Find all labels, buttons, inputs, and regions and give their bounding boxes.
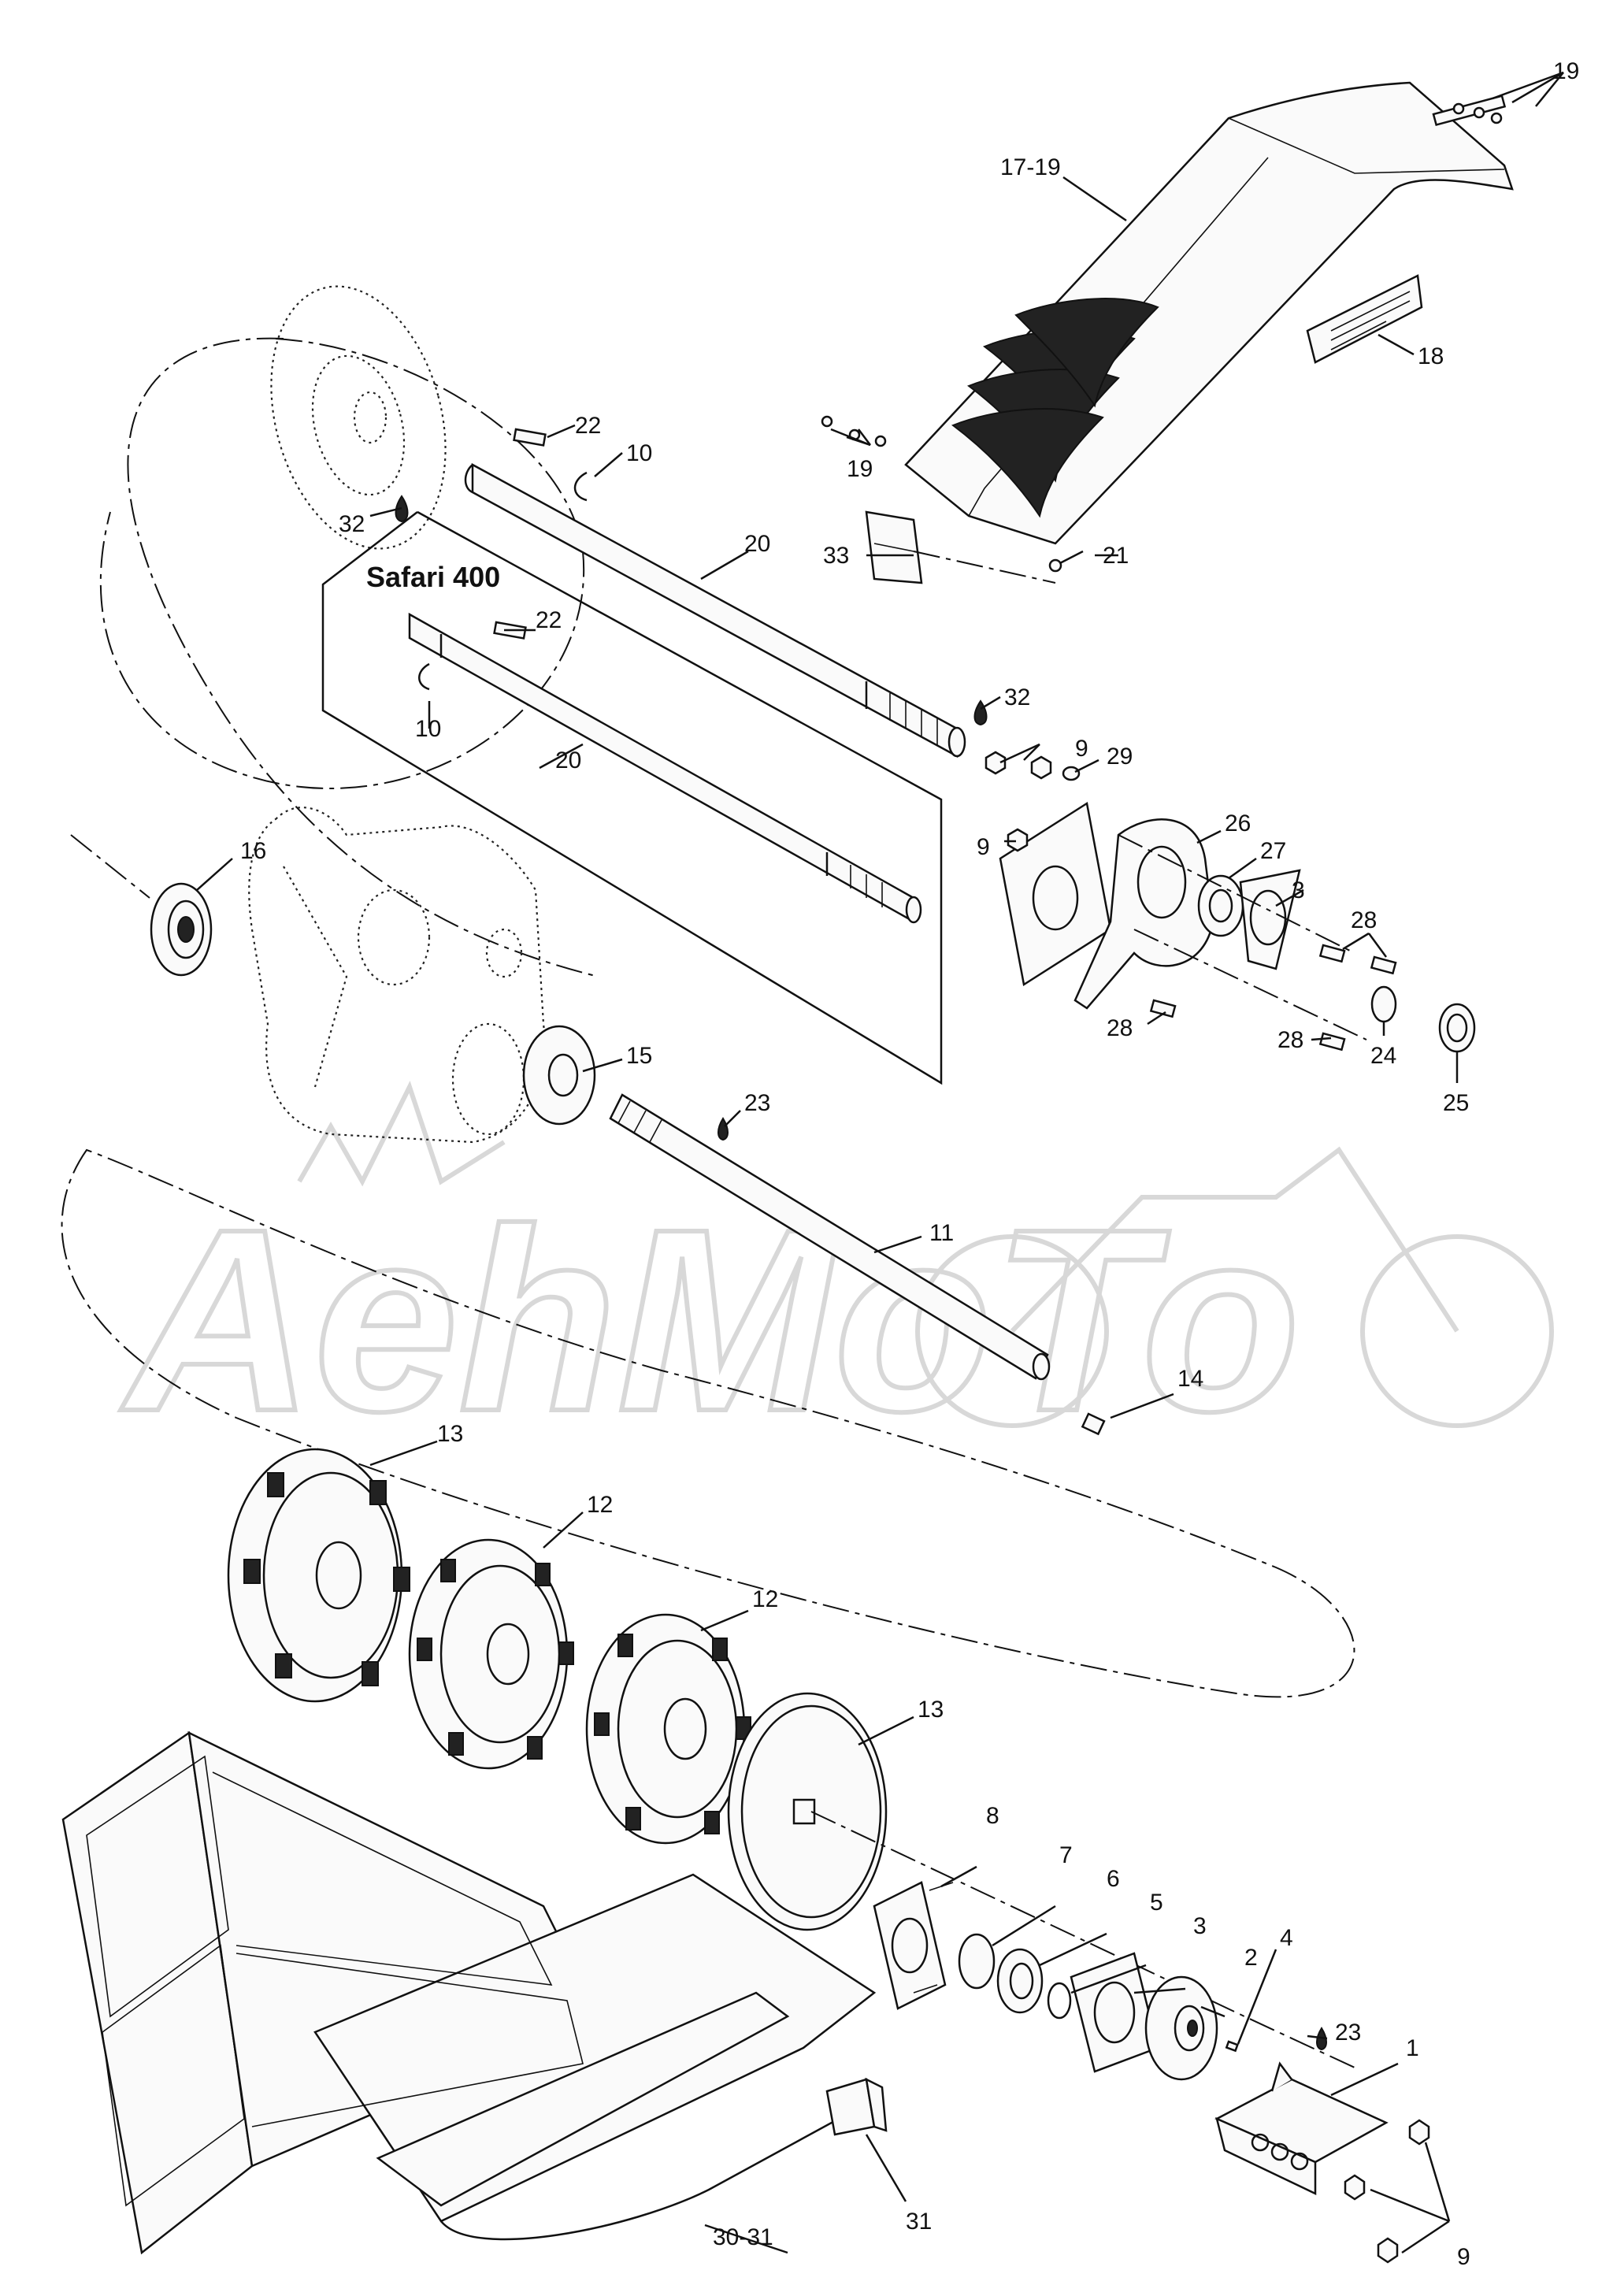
callout-10b: 10 bbox=[415, 716, 441, 742]
callout-9c: 9 bbox=[1457, 2244, 1470, 2270]
right-bearing-housing bbox=[999, 801, 1476, 1053]
callout-15: 15 bbox=[626, 1043, 652, 1069]
chaincase-outline bbox=[248, 807, 546, 1144]
callout-9b: 9 bbox=[977, 834, 990, 860]
bracket-33 bbox=[865, 510, 923, 584]
callout-24: 24 bbox=[1370, 1043, 1396, 1069]
leader-lines bbox=[196, 71, 1564, 2254]
bearing-16 bbox=[70, 834, 213, 977]
callout-23a: 23 bbox=[744, 1090, 770, 1116]
drive-axle-20-inset bbox=[408, 612, 922, 924]
track-outline bbox=[61, 337, 1355, 1698]
washer-15 bbox=[522, 1025, 596, 1126]
callout-9a: 9 bbox=[1075, 736, 1088, 762]
callout-17-19: 17-19 bbox=[1000, 154, 1061, 180]
track-outline-upper bbox=[99, 338, 585, 790]
callout-22a: 22 bbox=[575, 413, 601, 439]
callout-28b: 28 bbox=[1107, 1015, 1133, 1041]
end-cap-2 bbox=[1144, 1975, 1218, 2081]
callout-2: 2 bbox=[1244, 1945, 1258, 1971]
screw-21 bbox=[1048, 550, 1084, 573]
callout-20b: 20 bbox=[555, 747, 581, 773]
nuts-9-upper bbox=[984, 751, 1081, 852]
bracket-1 bbox=[1214, 2061, 1389, 2195]
callout-13a: 13 bbox=[437, 1421, 463, 1447]
callout-28c: 28 bbox=[1277, 1027, 1303, 1053]
callout-3a: 3 bbox=[1292, 877, 1305, 903]
callout-10a: 10 bbox=[626, 440, 652, 466]
callout-32b: 32 bbox=[1004, 684, 1030, 710]
sprocket-12-first bbox=[408, 1538, 574, 1770]
sprocket-13-left bbox=[227, 1448, 410, 1703]
callout-12b: 12 bbox=[752, 1586, 778, 1612]
drive-pulley-outline bbox=[270, 285, 447, 550]
shaft-11 bbox=[609, 1093, 1051, 1381]
callout-4: 4 bbox=[1280, 1925, 1293, 1951]
callout-20a: 20 bbox=[744, 531, 770, 557]
callout-21: 21 bbox=[1103, 543, 1129, 569]
callout-19b: 19 bbox=[847, 456, 873, 482]
callout-14: 14 bbox=[1177, 1366, 1203, 1392]
watermark: AehMoTo bbox=[116, 1081, 1554, 1467]
decal-18 bbox=[1306, 274, 1423, 364]
setscrew-4 bbox=[1225, 2040, 1239, 2053]
callout-22b: 22 bbox=[536, 607, 562, 633]
callout-32a: 32 bbox=[339, 511, 365, 537]
callout-33: 33 bbox=[823, 543, 849, 569]
callout-30-31: 30-31 bbox=[713, 2224, 773, 2250]
bearing-6 bbox=[996, 1948, 1044, 2014]
bolts-28 bbox=[1149, 944, 1397, 1052]
track-30-31 bbox=[61, 1730, 883, 2255]
callout-13b: 13 bbox=[918, 1697, 944, 1723]
callout-12a: 12 bbox=[587, 1492, 613, 1518]
callout-25: 25 bbox=[1443, 1090, 1469, 1116]
circlip-10 bbox=[573, 471, 588, 502]
callouts: 1 2 3 3 4 5 6 7 8 9 9 9 10 10 11 12 12 1… bbox=[240, 58, 1579, 2270]
nuts-9-lower bbox=[1344, 2119, 1430, 2264]
callout-3b: 3 bbox=[1193, 1913, 1207, 1939]
ring-7 bbox=[958, 1933, 996, 1990]
circlip-5 bbox=[1047, 1982, 1072, 2020]
lubricant-drop-icon bbox=[395, 495, 1327, 2051]
callout-31: 31 bbox=[906, 2209, 932, 2235]
callout-19a: 19 bbox=[1553, 58, 1579, 84]
callout-16: 16 bbox=[240, 838, 266, 864]
callout-5: 5 bbox=[1150, 1890, 1163, 1916]
tunnel-cover-17-19 bbox=[904, 81, 1514, 545]
bracket-33-axis bbox=[913, 551, 1056, 584]
callout-6: 6 bbox=[1107, 1866, 1120, 1892]
drive-axle-20 bbox=[464, 462, 966, 759]
housing-3 bbox=[1070, 1952, 1159, 2073]
plug-14 bbox=[1081, 1412, 1106, 1436]
callout-23b: 23 bbox=[1335, 2020, 1361, 2046]
clip-31 bbox=[825, 2077, 888, 2136]
callout-28a: 28 bbox=[1351, 907, 1377, 933]
callout-27: 27 bbox=[1260, 838, 1286, 864]
callout-26: 26 bbox=[1225, 810, 1251, 836]
callout-11: 11 bbox=[929, 1220, 954, 1246]
callout-29: 29 bbox=[1107, 744, 1133, 770]
bearing-plate-8 bbox=[873, 1881, 954, 2010]
callout-18: 18 bbox=[1418, 343, 1444, 369]
circlip-10-inset bbox=[418, 662, 430, 691]
safari-400-inset: Safari 400 bbox=[321, 510, 943, 1085]
callout-1-label: 1 bbox=[1406, 2035, 1419, 2061]
callout-7: 7 bbox=[1059, 1842, 1073, 1868]
inset-label: Safari 400 bbox=[366, 561, 500, 593]
callout-8: 8 bbox=[986, 1803, 999, 1829]
sprocket-13-right bbox=[727, 1692, 888, 1931]
cover-louvers bbox=[951, 298, 1159, 518]
key-22 bbox=[513, 428, 547, 447]
sprocket-12-second bbox=[585, 1613, 751, 1845]
